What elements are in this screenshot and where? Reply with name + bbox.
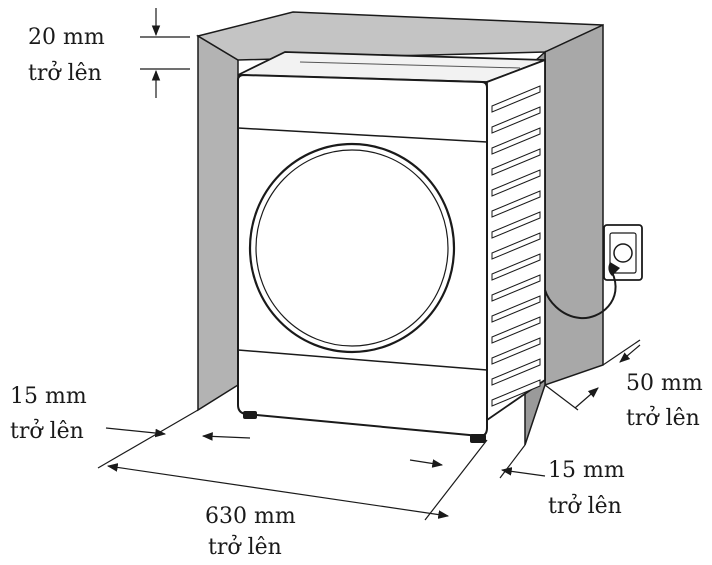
dimension-front-right bbox=[409, 444, 546, 479]
vent-slat bbox=[491, 274, 541, 302]
power-cord bbox=[544, 271, 617, 320]
vent-slat bbox=[491, 337, 541, 365]
vent-slat bbox=[491, 211, 541, 239]
vent-slat bbox=[491, 190, 541, 218]
label-top-suffix: trở lên bbox=[28, 60, 102, 86]
vent-slat bbox=[491, 316, 541, 344]
label-back-right-suffix: trở lên bbox=[626, 405, 700, 431]
right-wall bbox=[544, 23, 604, 387]
label-width-suffix: trở lên bbox=[208, 534, 282, 560]
vent-slat bbox=[491, 253, 541, 281]
vent-slat bbox=[491, 379, 541, 407]
foot-right bbox=[470, 434, 486, 443]
label-left-suffix: trở lên bbox=[10, 418, 84, 444]
door-inner bbox=[255, 149, 449, 347]
side-vents bbox=[491, 85, 541, 407]
vent-slat bbox=[491, 169, 541, 197]
label-back-right-value: 50 mm bbox=[626, 371, 703, 396]
dimension-width bbox=[97, 409, 488, 521]
vent-slat bbox=[491, 358, 541, 386]
base-panel-line bbox=[237, 349, 488, 371]
vent-slat bbox=[491, 148, 541, 176]
washing-machine bbox=[237, 51, 546, 443]
dimension-left bbox=[105, 427, 251, 441]
label-front-right-suffix: trở lên bbox=[548, 493, 622, 519]
vent-slat bbox=[491, 232, 541, 260]
label-width-value: 630 mm bbox=[205, 504, 296, 529]
dimension-top bbox=[140, 8, 190, 98]
vent-slat bbox=[491, 295, 541, 323]
power-outlet-icon bbox=[603, 224, 643, 281]
label-front-right-value: 15 mm bbox=[548, 458, 625, 483]
dimension-arrow-icon bbox=[106, 463, 450, 519]
left-wall bbox=[197, 34, 239, 412]
vent-slat bbox=[491, 85, 541, 113]
foot-left bbox=[243, 411, 257, 419]
label-top-value: 20 mm bbox=[28, 25, 105, 50]
back-wall bbox=[196, 11, 604, 61]
control-panel-line bbox=[237, 127, 488, 143]
label-left-value: 15 mm bbox=[10, 384, 87, 409]
vent-slat bbox=[491, 127, 541, 155]
power-plug-icon bbox=[544, 262, 620, 320]
vent-slat bbox=[491, 106, 541, 134]
dimension-back-right bbox=[544, 339, 641, 411]
